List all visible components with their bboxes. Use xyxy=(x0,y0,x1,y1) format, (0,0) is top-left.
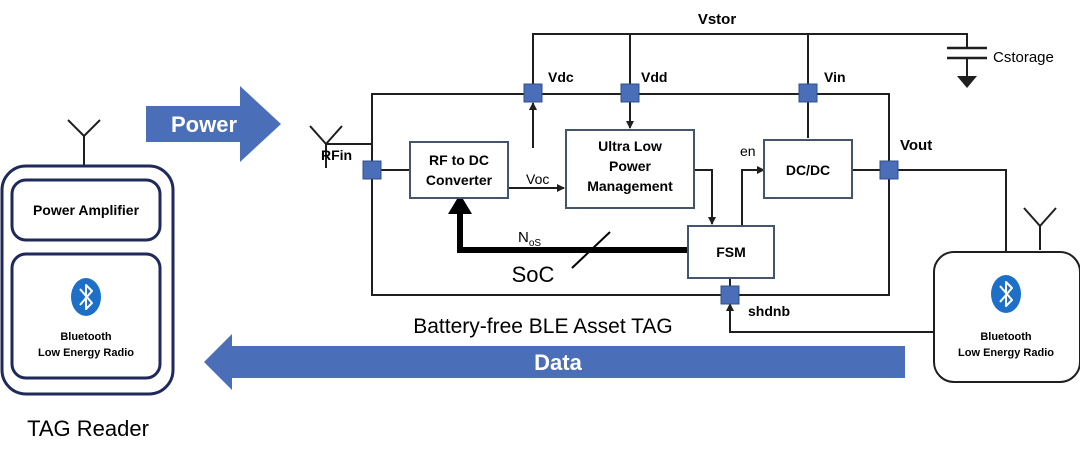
voc-label: Voc xyxy=(526,171,549,187)
ulpm-line2: Power xyxy=(609,158,652,174)
reader-antenna-icon xyxy=(67,119,101,166)
power-arrow: Power xyxy=(146,86,281,162)
vout-node xyxy=(879,160,899,180)
reader-radio-line1: Bluetooth xyxy=(60,331,112,343)
rf-to-dc-line1: RF to DC xyxy=(429,152,489,168)
nos-main-label: N xyxy=(518,229,529,246)
data-arrow: Data xyxy=(204,334,905,390)
soc-wires xyxy=(381,101,1007,333)
bluetooth-icon xyxy=(71,278,101,316)
en-label: en xyxy=(740,143,756,159)
nos-feedback-arrow: NoS xyxy=(448,194,688,269)
tag-reader-label: TAG Reader xyxy=(27,416,149,441)
vdc-label: Vdc xyxy=(548,69,574,85)
soc-label: SoC xyxy=(512,262,555,287)
rf-to-dc-converter: RF to DC Converter xyxy=(409,141,509,199)
vstor-label: Vstor xyxy=(698,11,737,28)
rfin-label: RFin xyxy=(321,147,352,163)
fsm-label: FSM xyxy=(716,244,746,260)
shdnb-node xyxy=(720,285,740,305)
tag-radio-line2: Low Energy Radio xyxy=(958,347,1054,359)
asset-tag-label: Battery-free BLE Asset TAG xyxy=(413,315,673,338)
vdc-node xyxy=(523,83,543,103)
fsm-block: FSM xyxy=(687,225,775,279)
power-label: Power xyxy=(171,112,237,137)
vin-node xyxy=(798,83,818,103)
capacitor-icon: Cstorage xyxy=(947,46,1054,88)
vstor-bus: Vstor xyxy=(532,11,968,92)
dcdc-label: DC/DC xyxy=(786,162,830,178)
vout-label: Vout xyxy=(900,137,932,154)
ulpm-line1: Ultra Low xyxy=(598,138,662,154)
ulpm-line3: Management xyxy=(587,178,673,194)
cstorage-label: Cstorage xyxy=(993,49,1054,66)
tag-reader: Power Amplifier Bluetooth Low Energy Rad… xyxy=(0,119,175,441)
nos-sub-label: oS xyxy=(529,238,542,249)
vdd-node xyxy=(620,83,640,103)
tag-antenna-icon xyxy=(1023,207,1057,250)
power-amplifier-label: Power Amplifier xyxy=(33,202,140,218)
power-amplifier-box xyxy=(10,178,162,242)
tag-radio: Bluetooth Low Energy Radio xyxy=(933,207,1080,383)
dc-dc-block: DC/DC xyxy=(763,139,853,199)
rfin-antenna-icon: RFin xyxy=(309,125,372,168)
tag-radio-box xyxy=(933,251,1080,383)
rfin-node xyxy=(362,160,382,180)
bluetooth-icon xyxy=(991,275,1021,313)
tag-radio-line1: Bluetooth xyxy=(980,331,1032,343)
shdnb-label: shdnb xyxy=(748,303,790,319)
svg-text:NoS: NoS xyxy=(518,229,541,249)
ultra-low-power-management: Ultra Low Power Management xyxy=(565,129,695,209)
vdd-label: Vdd xyxy=(641,69,667,85)
reader-radio-line2: Low Energy Radio xyxy=(38,347,134,359)
vin-label: Vin xyxy=(824,69,846,85)
data-label: Data xyxy=(534,350,582,375)
rf-to-dc-line2: Converter xyxy=(426,172,493,188)
